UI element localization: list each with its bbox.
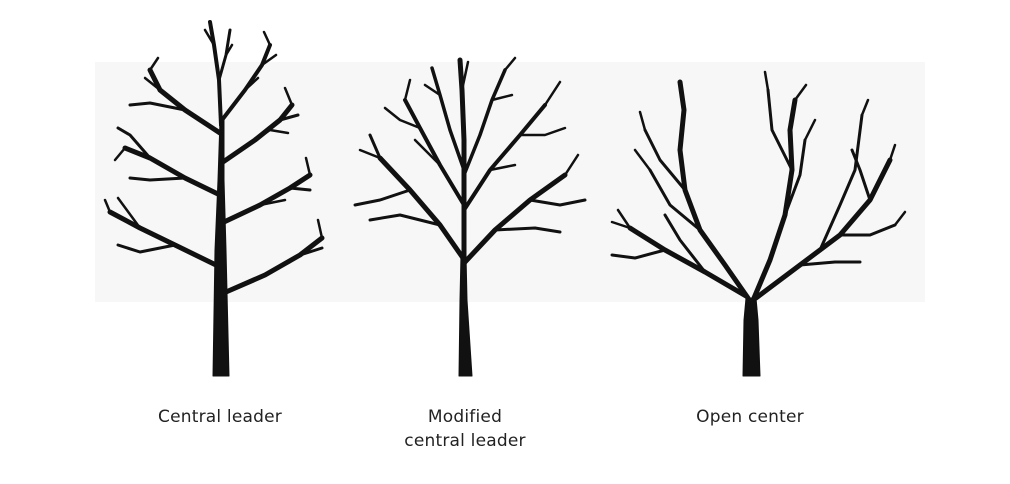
open-center-tree-icon	[610, 70, 907, 377]
caption-open-center: Open center	[696, 407, 804, 427]
central-leader-tree-icon	[103, 20, 325, 377]
caption-modified-central-leader: Modified central leader	[404, 407, 526, 451]
caption-central-leader: Central leader	[158, 407, 282, 427]
modified-central-leader-tree-icon	[353, 56, 587, 377]
